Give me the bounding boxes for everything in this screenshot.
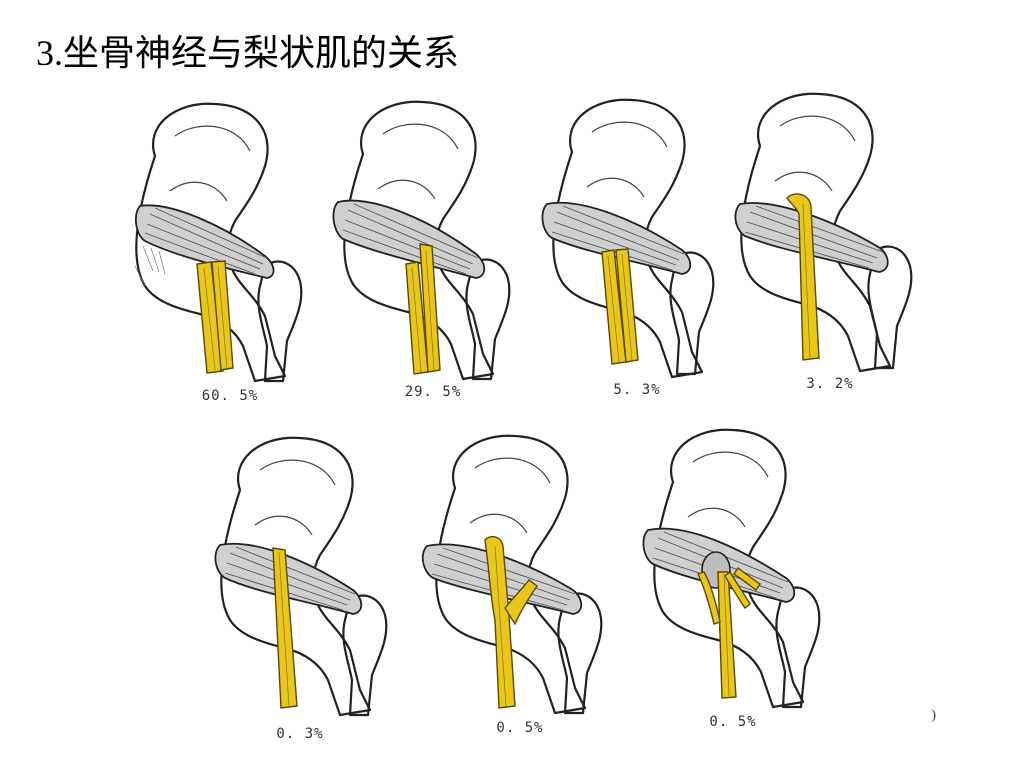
anatomy-illustration-6 xyxy=(421,434,603,715)
percentage-label: 29. 5% xyxy=(404,384,462,400)
corner-mark: ) xyxy=(931,708,936,723)
percentage-label: 0. 5% xyxy=(496,720,544,736)
anatomy-illustration-4 xyxy=(734,92,913,373)
percentage-label: 5. 3% xyxy=(613,382,661,398)
anatomy-illustration-1 xyxy=(134,102,303,383)
percentage-label: 60. 5% xyxy=(201,388,259,404)
figure-5: 0. 3% xyxy=(185,430,415,742)
percentage-label: 3. 2% xyxy=(806,376,854,392)
figure-1: 60. 5% xyxy=(115,96,345,406)
percentage-label: 0. 3% xyxy=(276,726,324,742)
figure-2: 29. 5% xyxy=(318,94,548,404)
anatomy-illustration-3 xyxy=(541,98,715,379)
figure-7: 0. 5% xyxy=(618,422,848,732)
anatomy-illustration-5 xyxy=(214,436,388,717)
figure-4: 3. 2% xyxy=(715,86,945,396)
slide-title: 3.坐骨神经与梨状肌的关系 xyxy=(36,33,460,73)
anatomy-illustration-2 xyxy=(332,100,511,381)
anatomy-illustration-7 xyxy=(642,428,821,709)
figure-3: 5. 3% xyxy=(522,92,752,402)
figure-6: 0. 5% xyxy=(405,428,635,738)
percentage-label: 0. 5% xyxy=(709,714,757,730)
